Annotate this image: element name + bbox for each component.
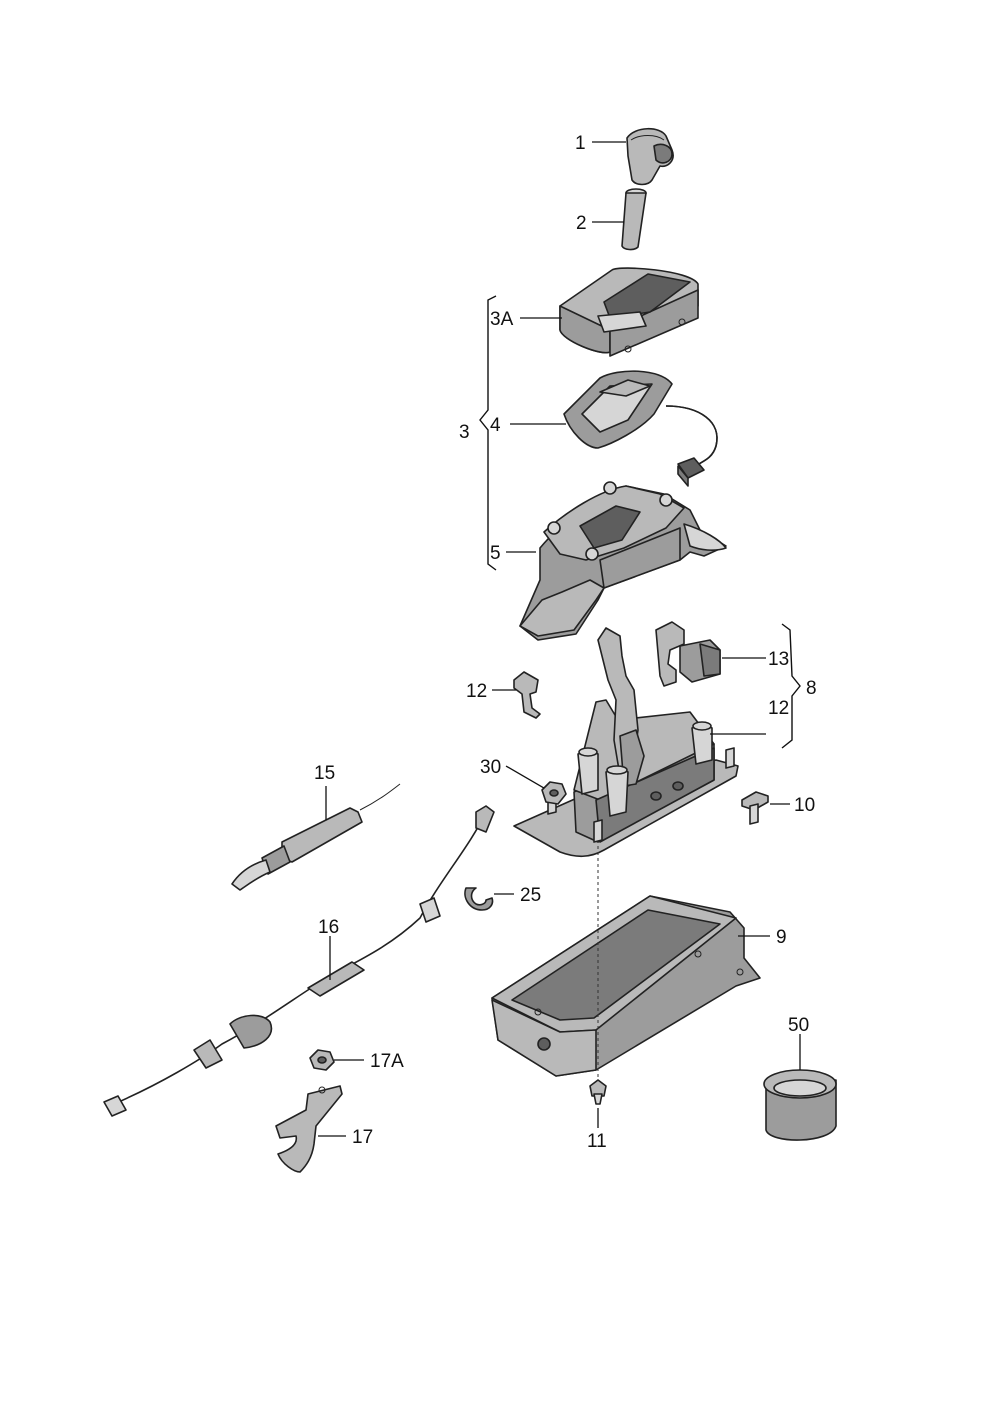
part-25-clip-ring[interactable] xyxy=(464,887,494,911)
part-17-bracket[interactable] xyxy=(275,1085,343,1173)
label-part-25: 25 xyxy=(520,885,541,906)
label-part-12-right: 12 xyxy=(768,698,789,719)
leader-lines xyxy=(318,141,801,1137)
brace-group-3 xyxy=(479,295,497,571)
part-10-bolt[interactable] xyxy=(741,791,769,825)
brace-group-8 xyxy=(781,623,801,749)
label-part-8: 8 xyxy=(806,678,817,699)
part-4-trim-with-connector[interactable] xyxy=(563,370,718,487)
label-part-17: 17 xyxy=(352,1127,373,1148)
part-5-housing-upper[interactable] xyxy=(519,481,727,641)
part-13-clip[interactable] xyxy=(655,621,721,687)
label-part-17a: 17A xyxy=(370,1051,404,1072)
label-part-30: 30 xyxy=(480,757,501,778)
part-17a-nut[interactable] xyxy=(309,1049,335,1071)
part-3a-lever-cover[interactable] xyxy=(559,267,699,357)
label-part-10: 10 xyxy=(794,795,815,816)
part-12-small-bracket[interactable] xyxy=(513,671,541,719)
label-part-2: 2 xyxy=(576,213,587,234)
label-part-5: 5 xyxy=(490,543,501,564)
label-part-50: 50 xyxy=(788,1015,809,1036)
label-part-16: 16 xyxy=(318,917,339,938)
part-30-nut[interactable] xyxy=(541,781,567,805)
selector-mechanism-assembly[interactable] xyxy=(513,627,739,858)
part-2-sleeve[interactable] xyxy=(621,188,647,251)
part-50-ring[interactable] xyxy=(763,1069,837,1141)
label-part-12-left: 12 xyxy=(466,681,487,702)
part-1-shift-knob[interactable] xyxy=(626,127,674,186)
part-16-shift-cable[interactable] xyxy=(103,805,495,1117)
label-part-9: 9 xyxy=(776,927,787,948)
label-part-13: 13 xyxy=(768,649,789,670)
label-part-11: 11 xyxy=(587,1131,607,1152)
part-15-cable-adjuster[interactable] xyxy=(231,783,401,891)
label-part-4: 4 xyxy=(490,415,501,436)
part-9-lower-housing[interactable] xyxy=(491,895,761,1077)
label-part-3a: 3A xyxy=(490,309,514,330)
label-part-3: 3 xyxy=(459,422,470,443)
label-part-1: 1 xyxy=(575,133,586,154)
part-11-screw[interactable] xyxy=(589,1079,607,1105)
label-part-15: 15 xyxy=(314,763,335,784)
